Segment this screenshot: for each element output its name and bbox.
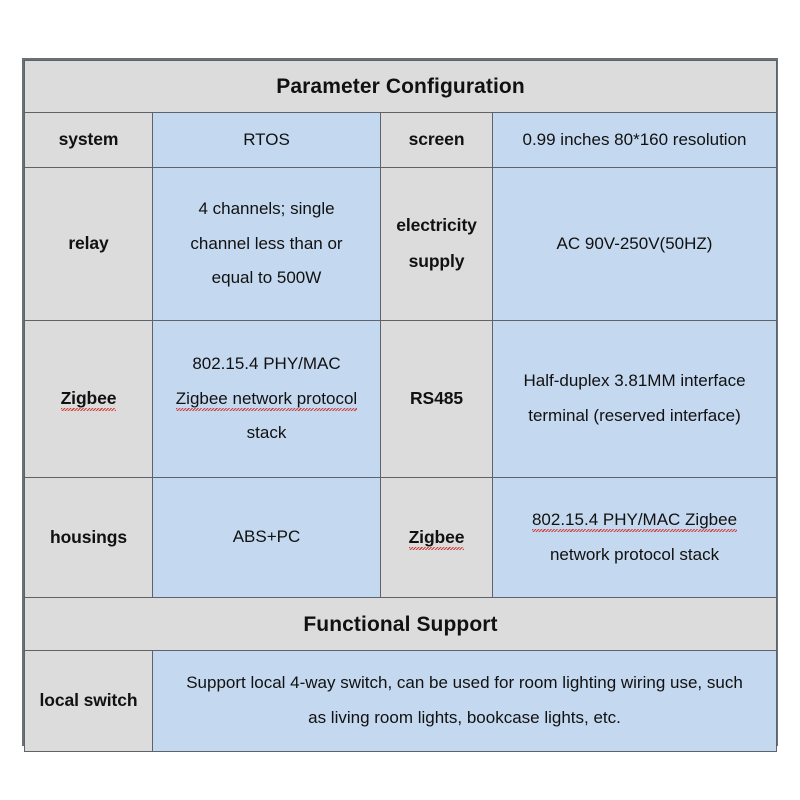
row-label-screen: screen (380, 112, 493, 169)
row-label-housings: housings (24, 477, 153, 599)
row-label-electricity-supply: electricity supply (380, 167, 493, 322)
row-value-relay-line-3: equal to 500W (211, 268, 322, 288)
row-value-zigbee-line-1: 802.15.4 PHY/MAC (192, 353, 341, 373)
row-value-rs485-line-2: terminal (reserved interface) (528, 406, 741, 426)
row-value-local-switch: Support local 4-way switch, can be used … (151, 650, 778, 753)
table-row-local-switch: local switch Support local 4-way switch,… (24, 650, 778, 753)
row-value-zigbee-line-2-text: Zigbee network protocol (175, 388, 358, 408)
row-label-relay: relay (24, 167, 153, 322)
section-title-functional-support: Functional Support (23, 597, 778, 652)
row-value-relay: 4 channels; single channel less than or … (152, 167, 381, 322)
row-value-zigbee-secondary-line-2: network protocol stack (549, 544, 720, 564)
row-value-zigbee: 802.15.4 PHY/MAC Zigbee network protocol… (152, 320, 381, 479)
table-row-relay: relay 4 channels; single channel less th… (24, 167, 778, 322)
row-value-local-switch-line-2: as living room lights, bookcase lights, … (308, 708, 621, 728)
row-value-relay-line-2: channel less than or (190, 233, 343, 253)
row-value-zigbee-line-3: stack (246, 423, 287, 443)
row-label-zigbee-secondary: Zigbee (380, 477, 493, 599)
table-row-section-parameter-configuration: Parameter Configuration (23, 59, 778, 114)
row-value-rs485-line-1: Half-duplex 3.81MM interface (523, 371, 746, 391)
row-label-system: system (24, 112, 153, 169)
row-value-housings: ABS+PC (152, 477, 381, 599)
row-value-zigbee-line-2: Zigbee network protocol (161, 382, 372, 417)
row-label-electricity-supply-line-2: supply (408, 251, 465, 272)
row-label-zigbee-text: Zigbee (60, 388, 117, 409)
row-value-zigbee-secondary-line-1: 802.15.4 PHY/MAC Zigbee (501, 503, 768, 538)
table-row-section-functional-support: Functional Support (23, 597, 778, 652)
specification-table: Parameter Configuration system RTOS scre… (23, 59, 778, 753)
row-label-zigbee: Zigbee (24, 320, 153, 479)
row-value-screen: 0.99 inches 80*160 resolution (491, 112, 778, 169)
section-title-parameter-configuration: Parameter Configuration (23, 59, 778, 114)
table-row-zigbee: Zigbee 802.15.4 PHY/MAC Zigbee network p… (24, 320, 778, 479)
table-row-system: system RTOS screen 0.99 inches 80*160 re… (24, 112, 778, 169)
row-value-zigbee-secondary-line-1-text: 802.15.4 PHY/MAC Zigbee (531, 509, 738, 529)
row-label-zigbee-secondary-text: Zigbee (408, 526, 465, 547)
row-label-local-switch: local switch (24, 650, 153, 753)
table-row-housings: housings ABS+PC Zigbee 802.15.4 PHY/MAC … (24, 477, 778, 599)
specification-table-card: Parameter Configuration system RTOS scre… (22, 58, 778, 753)
row-value-relay-line-1: 4 channels; single (198, 198, 335, 218)
row-value-system: RTOS (152, 112, 381, 169)
row-value-zigbee-secondary: 802.15.4 PHY/MAC Zigbee network protocol… (491, 477, 778, 599)
row-value-local-switch-line-1: Support local 4-way switch, can be used … (186, 673, 743, 693)
row-value-rs485: Half-duplex 3.81MM interface terminal (r… (491, 320, 778, 479)
row-label-rs485: RS485 (380, 320, 493, 479)
row-value-electricity-supply: AC 90V-250V(50HZ) (491, 167, 778, 322)
row-label-electricity-supply-line-1: electricity (396, 215, 477, 236)
